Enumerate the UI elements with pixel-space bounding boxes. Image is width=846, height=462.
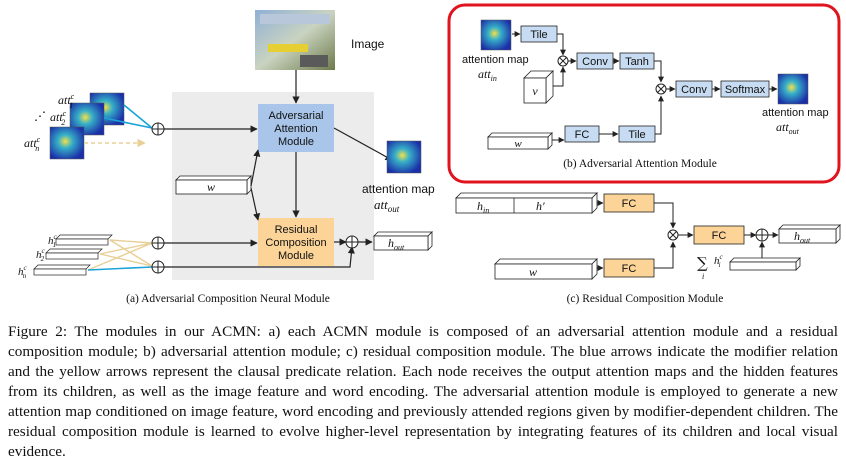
w-box-b: w: [487, 132, 553, 150]
h-in-h-prime-box: [455, 192, 598, 214]
att-out-label: attout: [374, 197, 400, 214]
panel-a: Image Adversarial Attention Module Resid…: [18, 10, 435, 305]
caption-text: The modules in our ACMN: a) each ACMN mo…: [8, 323, 838, 460]
h-out-label-c: hout: [794, 229, 811, 245]
sum-index: i: [702, 272, 704, 281]
h-in-label: hin: [477, 199, 489, 215]
figure-diagram: Image Adversarial Attention Module Resid…: [18, 3, 841, 305]
conv-2-label: Conv: [681, 84, 707, 96]
input-image: [255, 10, 335, 70]
panel-a-caption: (a) Adversarial Composition Neural Modul…: [126, 293, 330, 305]
softmax-label: Softmax: [725, 84, 766, 96]
panel-b-border: [447, 3, 841, 184]
adv-module-line1: Adversarial: [268, 110, 323, 122]
hidden-feature-inputs: [33, 234, 113, 276]
adv-module-line2: Attention: [274, 123, 317, 135]
h-out-box: hout: [373, 231, 433, 252]
panel-b: attention map attin Tile v Conv Tanh Con…: [447, 3, 841, 184]
res-module-line2: Composition: [265, 237, 326, 249]
att-in-label: attin: [478, 67, 497, 83]
att-in-caption: attention map: [462, 54, 529, 66]
h-prime-label: h′: [536, 199, 545, 213]
h-out-box-c: hout: [778, 224, 841, 245]
w-label-c: w: [529, 265, 537, 279]
w-box-c: w: [494, 258, 598, 280]
v-label: v: [532, 84, 538, 98]
w-label-b: w: [514, 138, 522, 150]
residual-composition-module: [258, 218, 334, 266]
att-out-map-b: [777, 73, 809, 105]
fc-c1-label: FC: [622, 198, 637, 210]
res-module-line1: Residual: [275, 224, 318, 236]
figure-caption: Figure 2: The modules in our ACMN: a) ea…: [8, 322, 838, 462]
caption-label: Figure 2:: [8, 323, 68, 340]
panel-c-caption: (c) Residual Composition Module: [567, 293, 724, 305]
att-out-label-b: attout: [776, 120, 800, 136]
att-in-map: [480, 19, 512, 51]
conv-1-label: Conv: [582, 56, 608, 68]
fc-c3-label: FC: [712, 230, 727, 242]
word-encoding-w: w: [175, 175, 252, 195]
tile-1-label: Tile: [530, 29, 547, 41]
adversarial-attention-module: [258, 104, 334, 152]
children-sum-box: [729, 257, 801, 271]
panel-b-caption: (b) Adversarial Attention Module: [563, 158, 717, 170]
tile-2-label: Tile: [628, 129, 645, 141]
sum-symbol: ∑: [697, 254, 708, 272]
image-label: Image: [351, 37, 385, 51]
input-attention-maps: [49, 92, 125, 160]
ellipsis: ⋰: [34, 109, 46, 123]
att-out-caption: attention map: [362, 182, 435, 196]
w-label: w: [207, 180, 215, 194]
panel-c: hin h′ FC w FC FC hout: [455, 192, 841, 305]
tanh-label: Tanh: [625, 56, 649, 68]
fc-label-b: FC: [575, 129, 590, 141]
fc-c2-label: FC: [622, 263, 637, 275]
att-out-caption-b: attention map: [762, 107, 829, 119]
output-attention-map: [386, 140, 422, 174]
h-out-label: hout: [388, 236, 405, 252]
res-module-line3: Module: [278, 250, 314, 262]
adv-module-line3: Module: [278, 136, 314, 148]
v-cube: v: [523, 70, 554, 104]
